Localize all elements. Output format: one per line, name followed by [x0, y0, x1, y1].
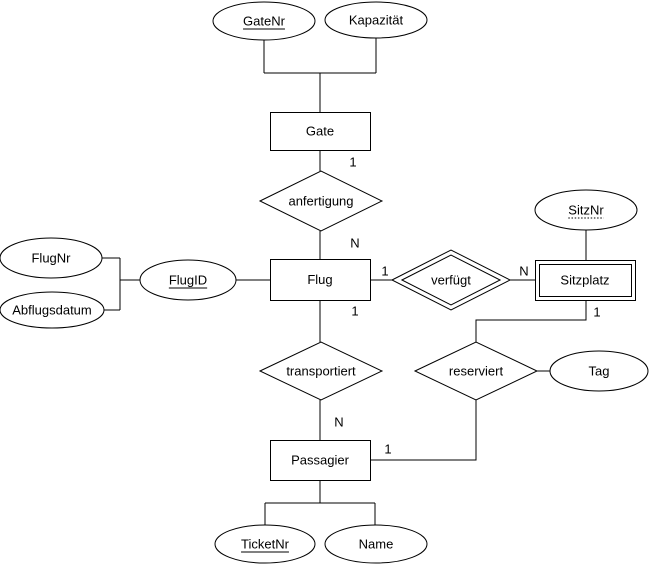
attribute-label-kapazitaet: Kapazität	[349, 13, 404, 28]
attribute-tag[interactable]: Tag	[549, 350, 649, 392]
cardinality-label-verfuegt-sitzplatz: N	[519, 264, 528, 279]
attribute-label-gatenr: GateNr	[243, 14, 286, 29]
edge-sitzplatz-reserviert	[475, 300, 587, 342]
attribute-gatenr[interactable]: GateNr	[212, 1, 316, 41]
entity-label-passagier: Passagier	[291, 453, 349, 468]
entity-label-flug: Flug	[307, 272, 332, 287]
entity-flug[interactable]: Flug	[270, 259, 371, 301]
attribute-label-abflugsdatum: Abflugsdatum	[12, 303, 92, 318]
attribute-sitznr[interactable]: SitzNr	[534, 189, 638, 231]
relationship-label-reserviert: reserviert	[449, 364, 504, 379]
attribute-flugnr[interactable]: FlugNr	[0, 237, 103, 279]
attribute-ticketnr[interactable]: TicketNr	[214, 524, 316, 564]
cardinality-label-anfertigung-flug: N	[350, 236, 359, 251]
attribute-flugid[interactable]: FlugID	[139, 259, 237, 301]
entity-gate[interactable]: Gate	[270, 112, 371, 151]
cardinality-label-gate-anfertigung: 1	[349, 155, 356, 170]
relationship-anfertigung[interactable]: anfertigung	[258, 170, 384, 232]
entity-passagier[interactable]: Passagier	[270, 440, 371, 481]
cardinality-label-transportiert-passagier: N	[334, 415, 343, 430]
cardinality-label-reserviert-passagier: 1	[384, 442, 391, 457]
relationship-label-verfuegt: verfügt	[431, 273, 471, 288]
cardinality-label-flug-verfuegt: 1	[381, 264, 388, 279]
attribute-label-tag: Tag	[589, 364, 610, 379]
relationship-verfuegt[interactable]: verfügt	[390, 249, 512, 311]
attribute-label-ticketnr: TicketNr	[241, 537, 290, 552]
relationship-reserviert[interactable]: reserviert	[413, 341, 539, 401]
relationship-label-anfertigung: anfertigung	[288, 194, 353, 209]
entity-label-sitzplatz: Sitzplatz	[560, 273, 609, 288]
attribute-label-name: Name	[359, 537, 394, 552]
attribute-label-flugnr: FlugNr	[31, 251, 71, 266]
attribute-label-sitznr: SitzNr	[568, 203, 604, 218]
entity-sitzplatz[interactable]: Sitzplatz	[535, 260, 636, 301]
cardinality-label-flug-transportiert: 1	[351, 304, 358, 319]
attribute-abflugsdatum[interactable]: Abflugsdatum	[0, 291, 105, 329]
entity-label-gate: Gate	[306, 124, 334, 139]
attribute-kapazitaet[interactable]: Kapazität	[324, 1, 428, 39]
attribute-label-flugid: FlugID	[169, 273, 207, 288]
cardinality-label-sitzplatz-reserviert: 1	[593, 305, 600, 320]
relationship-transportiert[interactable]: transportiert	[258, 341, 384, 401]
attribute-name[interactable]: Name	[324, 524, 428, 564]
edge-reserviert-passagier	[370, 400, 477, 461]
relationship-label-transportiert: transportiert	[286, 364, 356, 379]
